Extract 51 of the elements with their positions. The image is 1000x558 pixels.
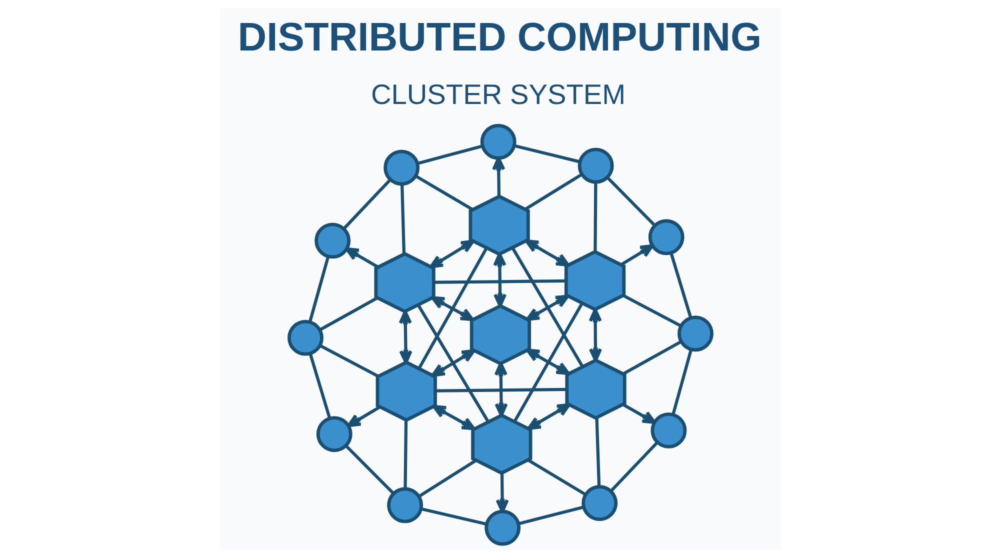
connector	[342, 178, 391, 230]
connector	[594, 418, 600, 486]
node-circle	[480, 124, 516, 160]
node-hexagon	[468, 194, 530, 256]
node-hexagon	[469, 304, 531, 366]
connector	[420, 507, 486, 526]
connector	[518, 506, 584, 526]
node-circle	[581, 485, 618, 522]
node-circle	[386, 487, 423, 524]
diagram-title: DISTRIBUTED COMPUTING	[237, 15, 762, 60]
connector	[344, 444, 394, 494]
connector	[622, 340, 682, 376]
connector	[418, 459, 476, 498]
node-circle	[383, 150, 420, 186]
node-hexagon	[374, 252, 435, 314]
node-circle	[650, 412, 686, 448]
node-hexagon	[470, 413, 532, 475]
connector	[435, 388, 566, 392]
connector	[403, 420, 408, 488]
connector	[524, 173, 582, 211]
node-circle	[314, 222, 350, 259]
connector	[417, 144, 482, 165]
connector	[414, 174, 473, 211]
node-circle	[316, 416, 352, 452]
connector	[318, 344, 378, 378]
connector	[510, 247, 584, 368]
connector	[512, 302, 583, 422]
node-circle	[287, 320, 323, 356]
connector	[671, 349, 692, 415]
connector	[669, 252, 692, 318]
label: CLUSTER SYSTEM	[370, 78, 626, 110]
connector	[622, 294, 681, 328]
connector	[400, 184, 406, 254]
node-circle	[577, 148, 614, 184]
connector	[610, 441, 658, 492]
connector	[308, 256, 330, 322]
node-hexagon	[375, 360, 436, 422]
node-hexagon	[564, 358, 626, 420]
node-circle	[677, 316, 713, 352]
node-hexagon	[564, 250, 626, 312]
connector	[433, 279, 566, 284]
connector	[308, 353, 331, 419]
node-circle	[484, 510, 520, 546]
connector	[606, 176, 656, 226]
connector	[417, 248, 488, 370]
node-circle	[648, 219, 684, 256]
connector	[514, 144, 580, 164]
connector	[526, 458, 586, 496]
connector	[416, 304, 490, 423]
connector	[318, 296, 378, 332]
connector	[593, 182, 597, 252]
